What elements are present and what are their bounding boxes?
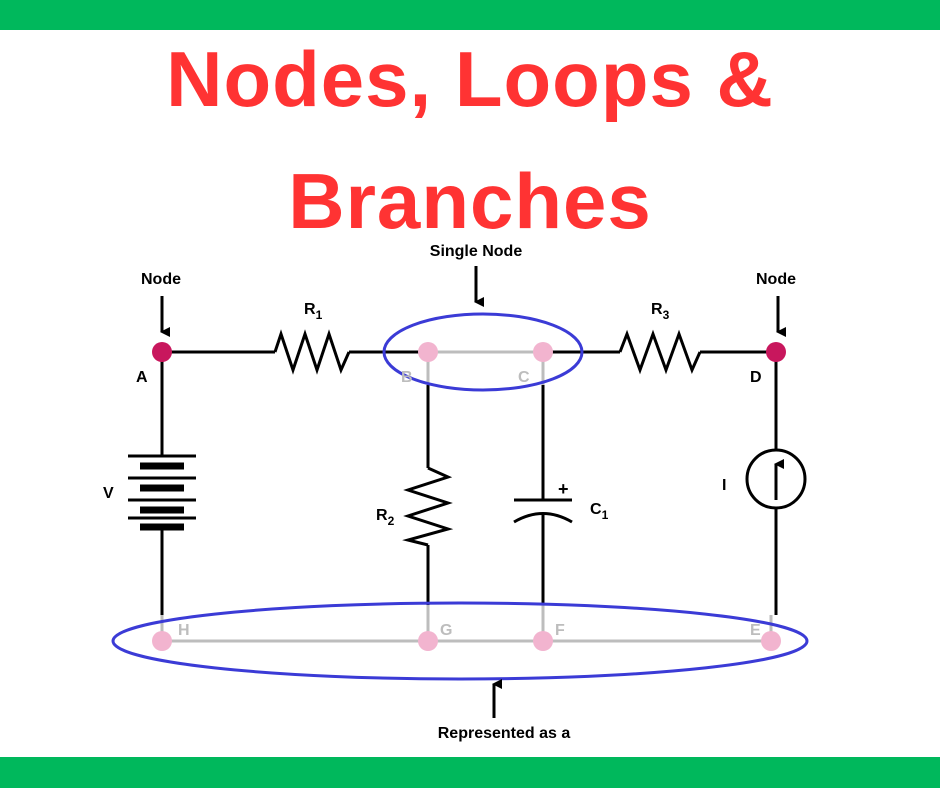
resistor-r2 [402, 466, 454, 547]
node-e-dot [761, 631, 781, 651]
bottom-node-ellipse [111, 601, 809, 681]
node-a-dot [152, 342, 172, 362]
node-h-dot [152, 631, 172, 651]
node-e-label: E [750, 622, 761, 639]
node-b-label: B [401, 369, 413, 386]
node-d-label: D [750, 369, 762, 386]
node-b-dot [418, 342, 438, 362]
title-line-2: Branches [288, 157, 652, 245]
current-source-i [745, 448, 807, 510]
battery-v [128, 454, 196, 531]
capacitor-polarity-label: + [558, 479, 569, 499]
single-node-ellipse [382, 312, 584, 392]
title-line-1: Nodes, Loops & [166, 35, 774, 123]
node-c-dot [533, 342, 553, 362]
node-d-dot [766, 342, 786, 362]
represented-label: Represented as a [438, 725, 571, 742]
i-label: I [722, 477, 726, 494]
node-right-label: Node [756, 271, 796, 288]
node-left-label: Node [141, 271, 181, 288]
bottom-green-band [0, 757, 940, 788]
node-f-dot [533, 631, 553, 651]
node-c-label: C [518, 369, 530, 386]
r1-label: R1 [304, 301, 323, 322]
resistor-r3 [618, 329, 702, 375]
faded-wires [160, 350, 773, 643]
node-a-label: A [136, 369, 148, 386]
resistor-r1 [273, 329, 351, 375]
node-g-dot [418, 631, 438, 651]
single-node-label: Single Node [430, 243, 523, 260]
node-h-label: H [178, 622, 190, 639]
v-label: V [103, 485, 114, 502]
top-green-band [0, 0, 940, 30]
c1-label: C1 [590, 501, 609, 522]
wires [160, 350, 778, 615]
r3-label: R3 [651, 301, 670, 322]
capacitor-c1 [513, 498, 573, 524]
r2-label: R2 [376, 507, 395, 528]
node-g-label: G [440, 622, 452, 639]
node-f-label: F [555, 622, 565, 639]
